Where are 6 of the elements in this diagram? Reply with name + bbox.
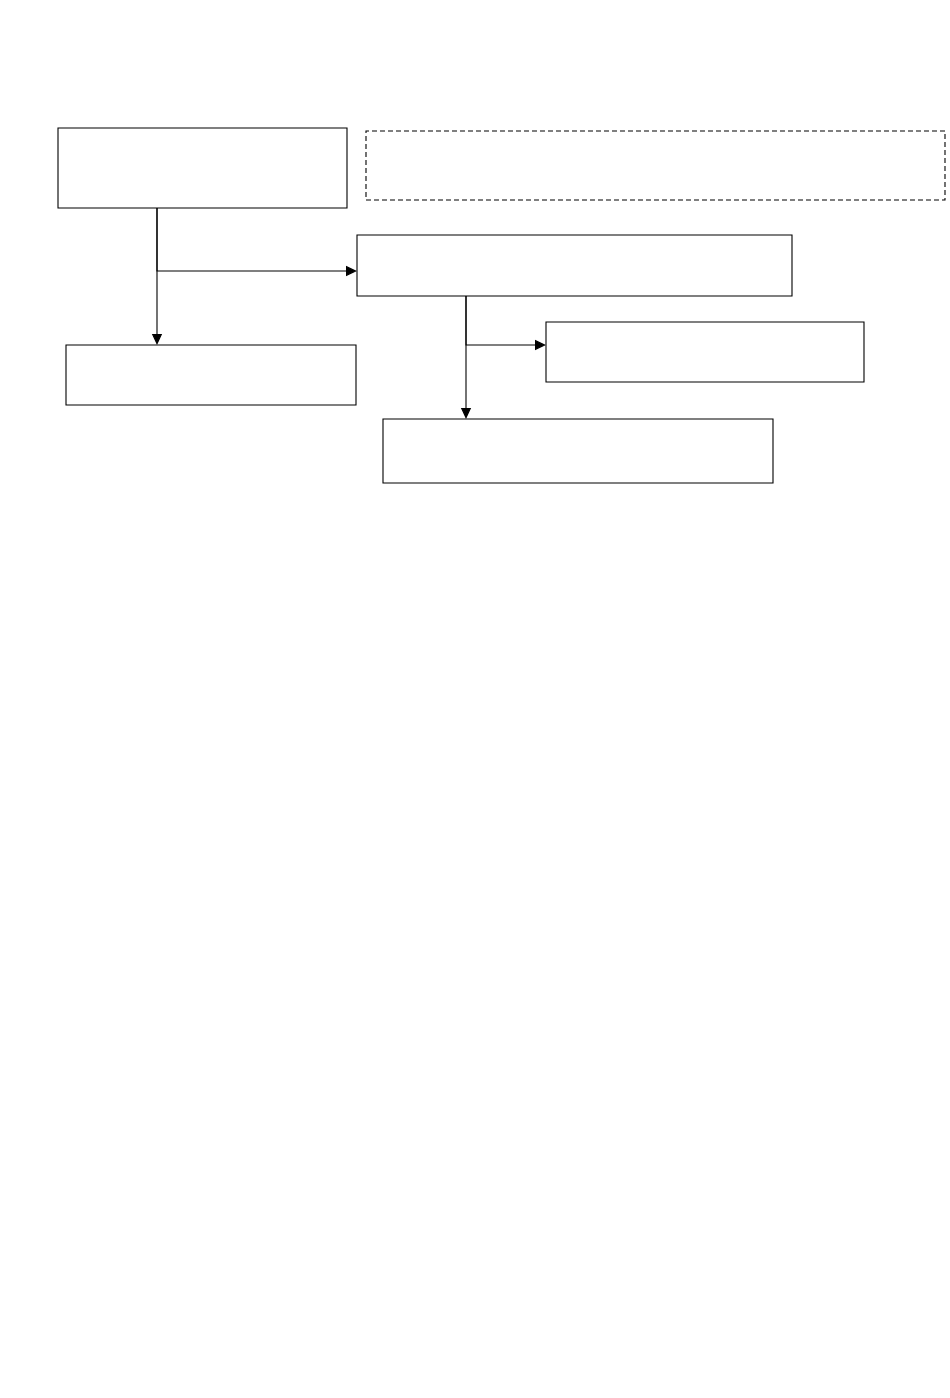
- process-box: [356, 234, 793, 297]
- process-box: [382, 418, 774, 484]
- process-box: [545, 321, 865, 383]
- process-box: [57, 127, 348, 209]
- process-box: [65, 344, 357, 406]
- dashed-box: [365, 130, 946, 201]
